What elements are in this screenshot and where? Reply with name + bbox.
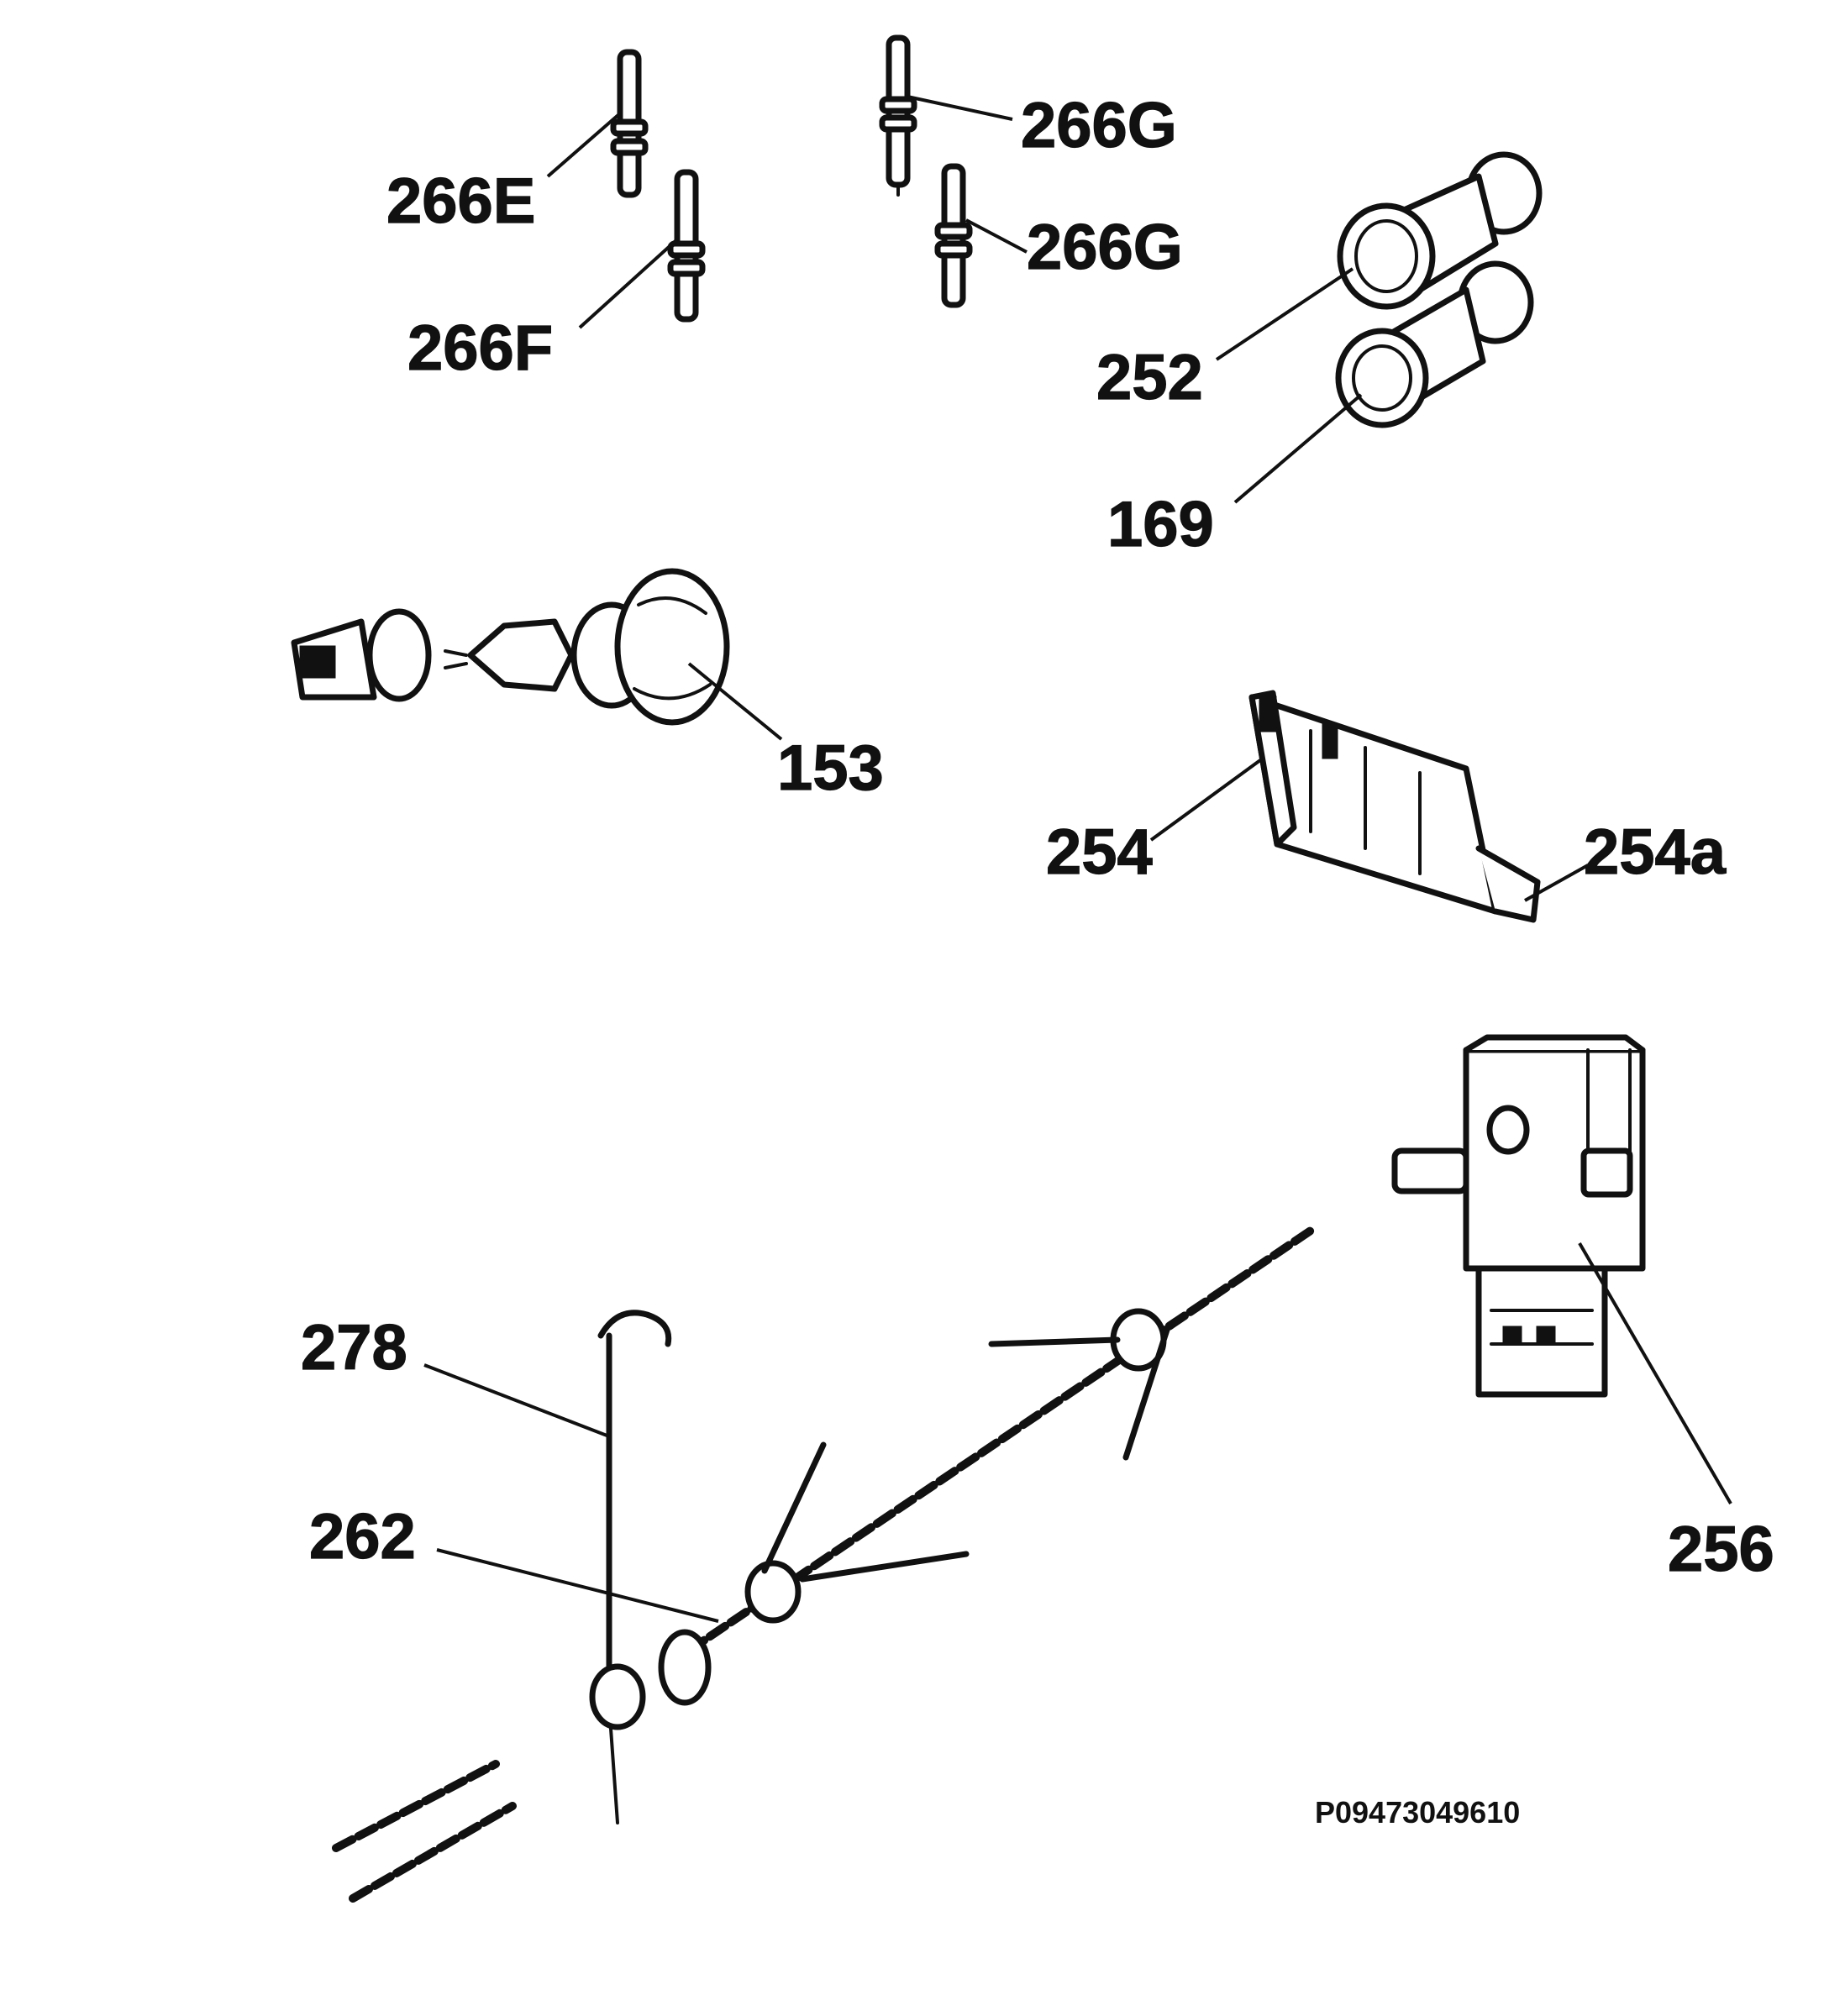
- pin-266g-upper-drawing: [879, 34, 917, 197]
- label-169: 169: [1107, 489, 1214, 560]
- pin-266e-drawing: [610, 49, 649, 198]
- label-252: 252: [1096, 342, 1203, 413]
- leader-lines: [423, 95, 1732, 1623]
- label-153: 153: [777, 732, 884, 804]
- spit-shaft-drawing: [332, 1226, 1315, 1903]
- label-256: 256: [1668, 1514, 1774, 1585]
- pin-266g-lower-drawing: [934, 163, 973, 308]
- label-262: 262: [309, 1501, 416, 1572]
- label-254a: 254a: [1584, 816, 1727, 888]
- switch-block-drawing: [1248, 690, 1541, 923]
- rod-drawing: [597, 1310, 672, 1824]
- label-254: 254: [1046, 816, 1153, 888]
- module-drawing: [1391, 1034, 1646, 1398]
- label-266e: 266E: [386, 165, 536, 237]
- label-266g-upper: 266G: [1021, 90, 1177, 161]
- knob-pair-drawing: [1335, 151, 1543, 428]
- label-266g-lower: 266G: [1027, 212, 1183, 283]
- pin-266f-drawing: [667, 169, 706, 323]
- label-278: 278: [301, 1312, 407, 1383]
- label-266f: 266F: [407, 312, 553, 384]
- lamp-assembly-drawing: [291, 568, 730, 726]
- reference-code: P09473049610: [1315, 1795, 1520, 1830]
